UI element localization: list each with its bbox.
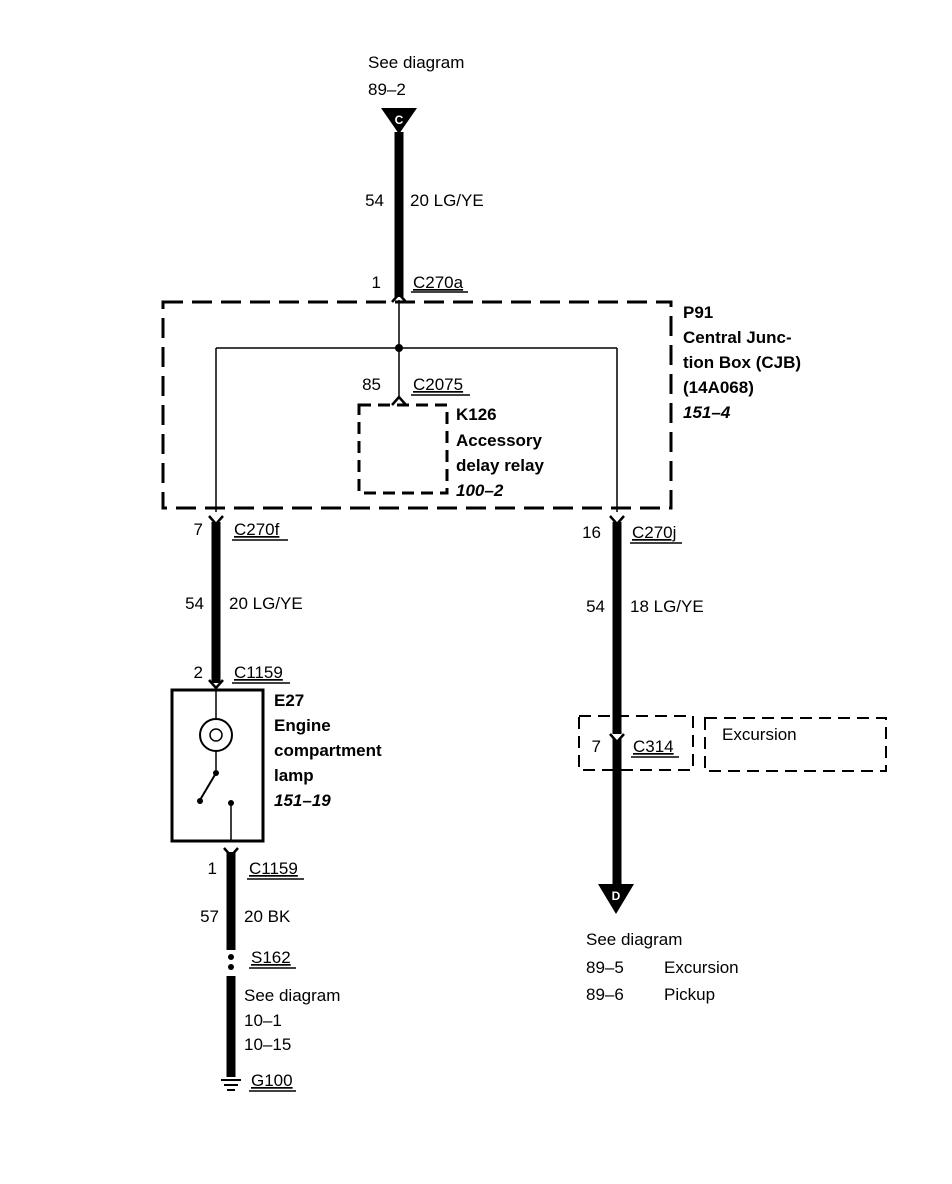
c270a-pin-icon [391, 292, 407, 303]
ground-page2: 10–15 [244, 1035, 291, 1054]
c1159-top-label: C1159 [234, 663, 283, 682]
lamp-id: E27 [274, 691, 304, 710]
excursion-option-box [704, 717, 887, 772]
wire-top-gauge: 20 LG/YE [410, 191, 484, 210]
c270a-pin: 1 [372, 273, 381, 292]
c1159-bottom-pin: 1 [208, 859, 217, 878]
top-see-diagram: See diagram [368, 53, 464, 72]
top-diagram-page: 89–2 [368, 80, 406, 99]
c314-pin-icon [609, 733, 625, 744]
connector-c-triangle-icon: C [381, 108, 417, 134]
ground-icon [221, 1079, 241, 1091]
cjb-line3: (14A068) [683, 378, 754, 397]
c270f-pin: 7 [194, 520, 203, 539]
bottom-row1-page: 89–5 [586, 958, 624, 977]
cjb-ref: 151–4 [683, 403, 731, 422]
wire-ground-circuit: 57 [200, 907, 219, 926]
relay-ref: 100–2 [456, 481, 504, 500]
bottom-ref-letter: D [612, 889, 621, 903]
bottom-row2-label: Pickup [664, 985, 715, 1004]
lamp-line3: lamp [274, 766, 314, 785]
lamp-line1: Engine [274, 716, 331, 735]
c2075-pin: 85 [362, 375, 381, 394]
ground-see-diagram: See diagram [244, 986, 340, 1005]
splice-label: S162 [251, 948, 291, 967]
splice-dot [395, 344, 403, 352]
wire-ground-gauge: 20 BK [244, 907, 291, 926]
c270j-pin: 16 [582, 523, 601, 542]
relay-line2: delay relay [456, 456, 544, 475]
c314-box [578, 715, 694, 771]
wire-left-circuit: 54 [185, 594, 204, 613]
relay-line1: Accessory [456, 431, 543, 450]
c1159-bottom-label: C1159 [249, 859, 298, 878]
connector-d-triangle-icon: D [598, 884, 634, 914]
cjb-box [161, 300, 673, 510]
lamp-box [170, 688, 265, 843]
ground-page1: 10–1 [244, 1011, 282, 1030]
cjb-id: P91 [683, 303, 713, 322]
lamp-ref: 151–19 [274, 791, 331, 810]
cjb-line2: tion Box (CJB) [683, 353, 801, 372]
cjb-line1: Central Junc- [683, 328, 792, 347]
bottom-row2-page: 89–6 [586, 985, 624, 1004]
bottom-see-diagram: See diagram [586, 930, 682, 949]
c314-option-label: Excursion [722, 725, 797, 744]
ground-label: G100 [251, 1071, 293, 1090]
c2075-label: C2075 [413, 375, 463, 394]
c270a-label: C270a [413, 273, 464, 292]
wire-right-gauge: 18 LG/YE [630, 597, 704, 616]
lamp-switch-icon [197, 770, 234, 806]
c314-pin: 7 [592, 737, 601, 756]
lamp-line2: compartment [274, 741, 382, 760]
wire-right-circuit: 54 [586, 597, 605, 616]
wire-left-gauge: 20 LG/YE [229, 594, 303, 613]
wire-top-circuit: 54 [365, 191, 384, 210]
relay-id: K126 [456, 405, 497, 424]
splice-s162-dot [228, 954, 234, 960]
c270f-label: C270f [234, 520, 280, 539]
c1159-top-pin: 2 [194, 663, 203, 682]
lamp-bulb-icon [199, 718, 233, 752]
c314-label: C314 [633, 737, 674, 756]
bottom-row1-label: Excursion [664, 958, 739, 977]
c270j-label: C270j [632, 523, 676, 542]
top-ref-letter: C [395, 113, 404, 127]
c2075-pin-icon [391, 395, 407, 406]
relay-box [357, 403, 449, 495]
c1159-top-pin-icon [208, 679, 224, 690]
